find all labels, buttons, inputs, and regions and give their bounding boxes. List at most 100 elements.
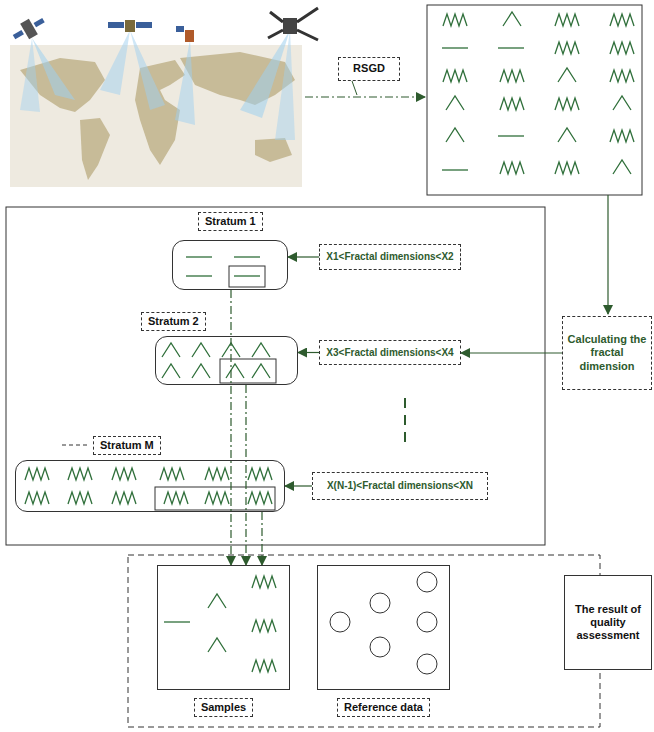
caret-symbol	[558, 128, 576, 142]
reference-point	[417, 654, 437, 674]
flow-connector	[461, 352, 562, 353]
zigzag-symbol	[112, 468, 136, 480]
reference-point	[370, 637, 390, 657]
caret-symbol	[503, 12, 521, 26]
ellipsis-line	[404, 398, 406, 448]
caret-symbol	[208, 594, 226, 608]
stratum-box: Stratum 1	[172, 240, 288, 290]
continent	[80, 118, 110, 180]
node-heading: Reference data	[337, 698, 430, 717]
heading-holder: Stratum 2	[141, 311, 206, 331]
strata-panel	[6, 207, 545, 545]
stratum-symbols	[25, 468, 275, 510]
zigzag-symbol	[443, 14, 467, 26]
zigzag-symbol	[252, 660, 276, 672]
sensor-beam	[32, 38, 75, 100]
data-set-box	[427, 5, 642, 195]
sampling-connector	[261, 512, 262, 565]
zigzag-symbol	[252, 620, 276, 632]
stratum-box: Stratum 2	[155, 336, 298, 385]
line-symbol	[164, 622, 190, 623]
leader-line	[62, 445, 90, 446]
flow-connector	[298, 352, 319, 353]
caret-symbol	[613, 96, 631, 110]
satellite-icon	[13, 18, 45, 39]
sensor-beam	[275, 30, 295, 140]
sensor-beam	[130, 30, 165, 110]
line-symbol	[186, 276, 212, 277]
zigzag-symbol	[500, 98, 524, 110]
leader-line	[352, 81, 357, 95]
zigzag-symbol	[68, 492, 92, 504]
zigzag-symbol	[205, 492, 229, 504]
line-symbol	[442, 48, 468, 49]
flow-connector	[285, 485, 312, 486]
stratum-symbols	[162, 343, 276, 383]
flow-arrow	[607, 195, 608, 314]
sensor-beam	[100, 30, 130, 95]
heading-holder: Samples	[158, 697, 289, 717]
zigzag-symbol	[25, 468, 49, 480]
line-symbol	[234, 276, 260, 277]
heading-holder: Stratum M	[93, 435, 161, 455]
flow-connector	[288, 256, 319, 257]
range-box: X1<Fractal dimensions<X2	[319, 244, 461, 270]
zigzag-symbol	[248, 492, 272, 504]
node-heading: Stratum 1	[198, 212, 263, 231]
node-heading: Samples	[194, 698, 253, 717]
caret-symbol	[558, 68, 576, 82]
caret-symbol	[162, 343, 180, 357]
assessment-group	[128, 555, 600, 727]
flow-arrow	[305, 96, 425, 97]
caret-symbol	[613, 160, 631, 174]
node-label: X3<Fractal dimensions<X4	[326, 347, 453, 359]
node-label: RSGD	[353, 62, 385, 75]
reference-point	[330, 612, 350, 632]
stratum-box: Stratum M	[15, 460, 285, 512]
zigzag-symbol	[68, 468, 92, 480]
zigzag-symbol	[555, 42, 579, 54]
zigzag-symbol	[500, 162, 524, 174]
range-box: X3<Fractal dimensions<X4	[319, 340, 461, 365]
sensor-beam	[175, 40, 195, 125]
result-box: The result of quality assessment	[564, 575, 652, 670]
node-label: X1<Fractal dimensions<X2	[326, 251, 453, 263]
sensor-beam	[20, 38, 40, 112]
zigzag-symbol	[610, 42, 634, 54]
node-label: X(N-1)<Fractal dimensions<XN	[327, 480, 473, 492]
line-symbol	[498, 48, 524, 49]
satellite-icon	[268, 8, 318, 40]
label-box: RSGD	[338, 57, 400, 81]
zigzag-symbol	[610, 70, 634, 82]
zigzag-symbol	[164, 492, 188, 504]
samples-box: Samples	[157, 565, 290, 690]
stratum-symbols	[186, 257, 265, 287]
heading-holder: Reference data	[318, 697, 449, 717]
satellite-map-illustration	[10, 8, 318, 187]
line-symbol	[186, 257, 212, 258]
zigzag-symbol	[555, 162, 579, 174]
range-box: X(N-1)<Fractal dimensions<XN	[312, 472, 488, 500]
satellite-icon	[108, 20, 152, 32]
node-heading: Stratum 2	[141, 312, 206, 331]
zigzag-symbol	[555, 98, 579, 110]
sample-symbols	[164, 576, 276, 672]
zigzag-symbol	[252, 576, 276, 588]
satellite-icon	[176, 26, 194, 42]
line-symbol	[442, 170, 468, 171]
zigzag-symbol	[205, 468, 229, 480]
caret-symbol	[252, 343, 270, 357]
node-label: Calculating the fractal dimension	[567, 333, 647, 373]
sampling-connector	[245, 385, 246, 565]
zigzag-symbol	[610, 14, 634, 26]
sample-subset	[220, 359, 276, 383]
reference-point	[417, 612, 437, 632]
line-symbol	[234, 257, 260, 258]
zigzag-symbol	[443, 70, 467, 82]
caret-symbol	[192, 364, 210, 378]
zigzag-symbol	[555, 14, 579, 26]
heading-holder: Stratum 1	[198, 211, 263, 231]
line-symbol	[498, 136, 524, 137]
